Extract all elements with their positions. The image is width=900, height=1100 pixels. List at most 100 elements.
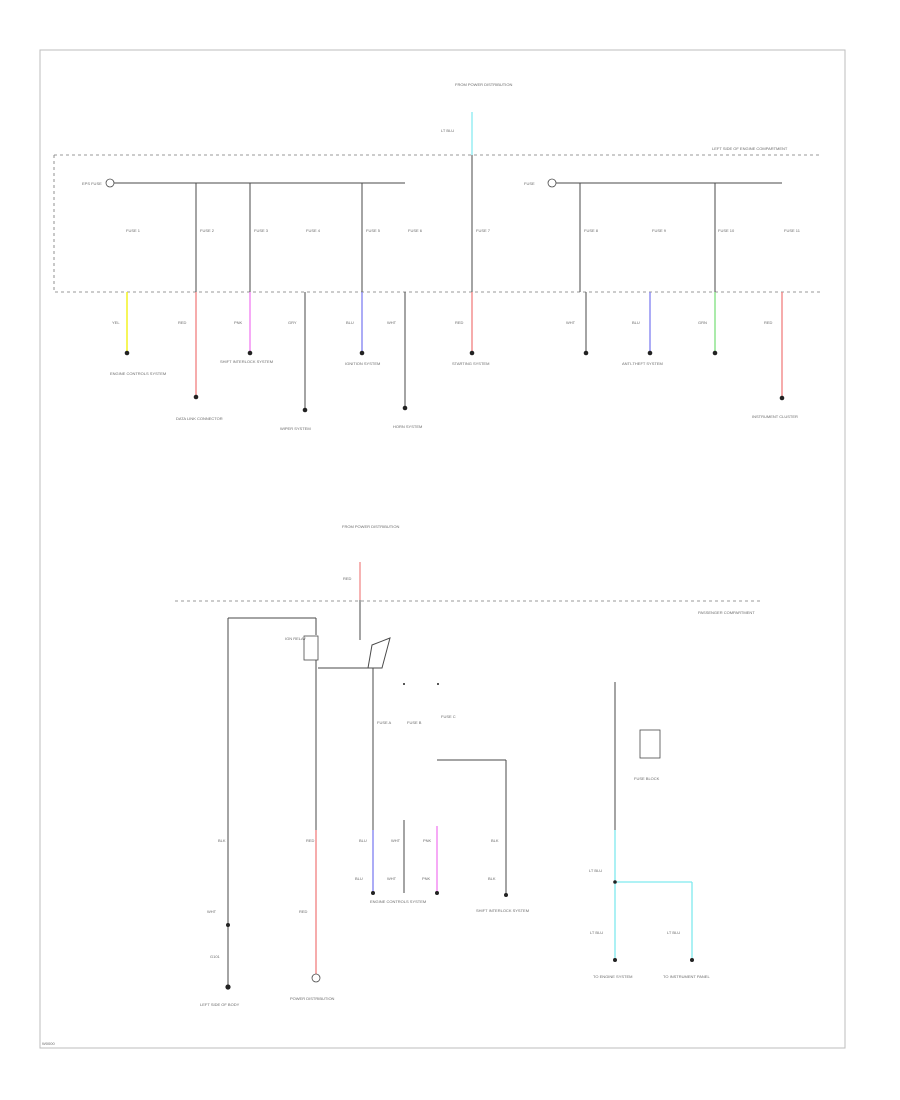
relay-label: IGN RELAY [285,636,306,641]
fuse-terminal [403,683,405,685]
wire-code: LT BLU [667,930,680,935]
fuse-label: FUSE 1 [126,228,141,233]
ground-label: G101 [210,954,221,959]
top-bracket-bottom [53,155,820,293]
fuse-label: FUSE 4 [306,228,321,233]
top-section: FROM POWER DISTRIBUTION LT BLU LEFT SIDE… [53,82,820,431]
fuse-label: FUSE 2 [200,228,215,233]
wire-code: BLK [218,838,226,843]
top-output-wires [126,292,783,410]
wire-code: BLK [488,876,496,881]
bottom-section: FROM POWER DISTRIBUTION RED PASSENGER CO… [175,524,760,1007]
top-right-bus-label: FUSE [524,181,535,186]
terminal-dot [193,394,199,400]
fuse-label: FUSE B [407,720,422,725]
wire-code: RED [764,320,773,325]
fuse-terminal [437,683,439,685]
destination-label: TO ENGINE SYSTEM [593,974,633,979]
top-feed-label: LT BLU [441,128,454,133]
terminal-dot [690,958,694,962]
destination-label: SHIFT INTERLOCK SYSTEM [220,359,273,364]
destination-label: HORN SYSTEM [393,424,422,429]
wire-code: RED [178,320,187,325]
wire-code: WHT [207,909,217,914]
destination-label: STARTING SYSTEM [452,361,489,366]
wire-code: WHT [566,320,576,325]
terminal-dot [583,350,589,356]
wire-code: PNK [234,320,243,325]
destination-label: IGNITION SYSTEM [345,361,380,366]
relay-switch [367,637,391,669]
fuse-label: FUSE 11 [784,228,801,233]
bottom-source-label: FROM POWER DISTRIBUTION [342,524,399,529]
footer-code: W0000 [42,1041,55,1046]
fuse-label: FUSE 3 [254,228,269,233]
fuse-label: FUSE 5 [366,228,381,233]
fuse-label: FUSE 10 [718,228,735,233]
terminal-dot [124,350,130,356]
destination-label: INSTRUMENT CLUSTER [752,414,798,419]
fuse-label: FUSE 8 [584,228,599,233]
ground-terminal [225,984,231,990]
wire-code: RED [455,320,464,325]
destination-label: ANTI-THEFT SYSTEM [622,361,663,366]
terminal-dot [469,350,475,356]
top-left-bus-label: EPS FUSE [82,181,102,186]
terminal-dot [402,405,408,411]
wire-code: BLU [359,838,367,843]
legend-box [639,729,661,759]
terminal-dot [435,891,439,895]
destination-label: SHIFT INTERLOCK SYSTEM [476,908,529,913]
destination-label: ENGINE CONTROLS SYSTEM [110,371,166,376]
terminal-dot [302,407,308,413]
wire-code: RED [306,838,315,843]
wire-code: BLU [632,320,640,325]
legend-label: FUSE BLOCK [634,776,660,781]
fuse-label: FUSE A [377,720,392,725]
destination-label: TO INSTRUMENT PANEL [663,974,710,979]
fuse-label: FUSE 9 [652,228,667,233]
wire-code: PNK [423,838,432,843]
terminal-dot [712,350,718,356]
top-destinations: ENGINE CONTROLS SYSTEM DATA LINK CONNECT… [110,359,798,431]
top-terminals [124,350,785,413]
wire-code: WHT [387,876,397,881]
top-fuse-drops [195,183,716,292]
wire-code: LT BLU [589,868,602,873]
top-right-bus-connector [547,178,557,188]
wire-code: WHT [387,320,397,325]
top-left-bus-connector [105,178,115,188]
terminal-dot [504,893,508,897]
wire-code: LT BLU [590,930,603,935]
destination-label: POWER DISTRIBUTION [290,996,335,1001]
bottom-bracket-label: PASSENGER COMPARTMENT [698,610,755,615]
wire-code: BLK [491,838,499,843]
splice-dot [613,880,617,884]
relay-coil [303,635,319,661]
bottom-feed-label: RED [343,576,352,581]
wire-code: RED [299,909,308,914]
top-source-label: FROM POWER DISTRIBUTION [455,82,512,87]
power-connector [311,973,321,983]
terminal-dot [613,958,617,962]
fuse-label: FUSE C [441,714,456,719]
destination-label: WIPER SYSTEM [280,426,311,431]
wire-code: YEL [112,320,120,325]
fuse-label: FUSE 7 [476,228,491,233]
top-fuse-labels: FUSE 1 FUSE 2 FUSE 3 FUSE 4 FUSE 5 FUSE … [126,228,801,233]
wire-code: BLU [355,876,363,881]
destination-label: LEFT SIDE OF BODY [200,1002,240,1007]
destination-label: ENGINE CONTROLS SYSTEM [370,899,426,904]
wire-code: PNK [422,876,431,881]
destination-label: DATA LINK CONNECTOR [176,416,223,421]
fuse-label: FUSE 6 [408,228,423,233]
terminal-dot [647,350,653,356]
top-bracket-label: LEFT SIDE OF ENGINE COMPARTMENT [712,146,788,151]
terminal-dot [371,891,375,895]
terminal-dot [247,350,253,356]
terminal-dot [359,350,365,356]
top-wire-codes: YEL RED PNK GRY BLU WHT RED WHT BLU GRN … [112,320,773,325]
diagram-frame [39,49,846,1049]
wire-code: BLU [346,320,354,325]
